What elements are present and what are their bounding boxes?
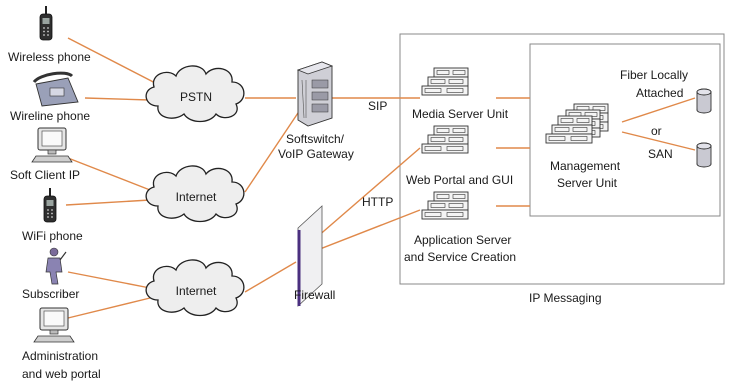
san-storage-icon bbox=[696, 142, 712, 168]
media-server-label: Media Server Unit bbox=[412, 107, 509, 121]
gateway-label-line1: Softswitch/ bbox=[286, 132, 345, 146]
admin-pc-icon bbox=[33, 307, 75, 343]
wireline-phone-icon bbox=[32, 71, 79, 107]
sip-label: SIP bbox=[368, 99, 387, 113]
http-label: HTTP bbox=[362, 195, 393, 209]
wireless-phone-icon bbox=[39, 5, 53, 41]
media-server-icon bbox=[421, 67, 469, 96]
firewall-label: Firewall bbox=[294, 288, 335, 302]
softswitch-gateway-icon bbox=[296, 61, 334, 127]
subscriber-icon bbox=[45, 247, 67, 285]
storage-zone-boundary bbox=[529, 43, 721, 217]
management-server-icon bbox=[545, 103, 609, 144]
app-server-label-line2: and Service Creation bbox=[404, 250, 516, 264]
management-label-line1: Management bbox=[550, 159, 621, 173]
admin-label-line2: and web portal bbox=[22, 367, 101, 381]
soft-client-pc-icon bbox=[31, 127, 73, 163]
ip-messaging-boundary bbox=[399, 33, 725, 285]
app-server-label-line1: Application Server bbox=[414, 233, 511, 247]
san-label: SAN bbox=[648, 147, 673, 161]
web-portal-label: Web Portal and GUI bbox=[406, 173, 513, 187]
gateway-label-line2: VoIP Gateway bbox=[278, 147, 354, 161]
firewall-icon bbox=[297, 205, 323, 307]
wifi-phone-icon bbox=[43, 187, 57, 223]
pstn-label: PSTN bbox=[180, 90, 212, 104]
fiber-storage-icon bbox=[696, 88, 712, 114]
wireless-phone-label: Wireless phone bbox=[8, 50, 91, 64]
web-portal-server-icon bbox=[421, 125, 469, 154]
or-label: or bbox=[651, 124, 662, 138]
soft-client-label: Soft Client IP bbox=[10, 168, 80, 182]
fiber-label-line1: Fiber Locally bbox=[620, 68, 688, 82]
internet-bottom-label: Internet bbox=[176, 284, 217, 298]
wifi-phone-label: WiFi phone bbox=[22, 229, 83, 243]
admin-label-line1: Administration bbox=[22, 349, 98, 363]
wireline-phone-label: Wireline phone bbox=[10, 109, 90, 123]
application-server-icon bbox=[421, 191, 469, 220]
subscriber-label: Subscriber bbox=[22, 287, 79, 301]
management-label-line2: Server Unit bbox=[557, 176, 618, 190]
fiber-label-line2: Attached bbox=[636, 86, 683, 100]
ip-messaging-label: IP Messaging bbox=[529, 291, 602, 305]
internet-top-label: Internet bbox=[176, 190, 217, 204]
